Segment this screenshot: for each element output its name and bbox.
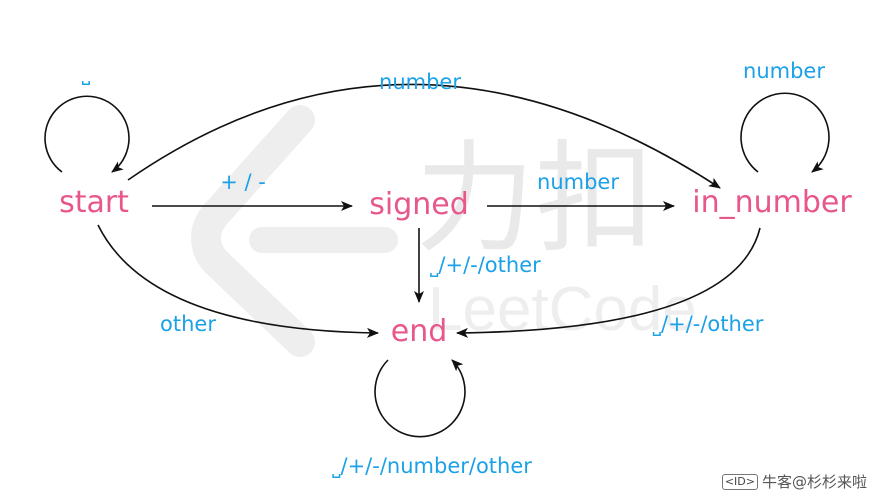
edge-start-self-loop	[44, 95, 130, 173]
edge-start-to-in-number	[127, 83, 721, 189]
state-signed: signed	[369, 187, 469, 222]
label-start-self: ⎵	[82, 61, 91, 85]
state-end: end	[391, 314, 448, 349]
state-start: start	[59, 185, 129, 220]
label-start-to-in-number: number	[379, 70, 461, 94]
credit-badge-icon: <ID>	[721, 473, 758, 490]
label-signed-to-in-number: number	[537, 170, 619, 194]
credit-text: 牛客@杉杉来啦	[761, 473, 867, 491]
state-in-number: in_number	[692, 185, 852, 220]
label-start-to-end: other	[160, 312, 216, 336]
label-in-number-to-end: ⎵/+/-/other	[653, 312, 764, 336]
label-signed-to-end: ⎵/+/-/other	[430, 253, 541, 277]
leetcode-logo-icon	[191, 105, 315, 357]
edge-start-to-end	[97, 224, 379, 338]
watermark-brand-cjk: 力扣	[415, 132, 655, 266]
edge-in-number-self-loop	[740, 92, 830, 173]
leetcode-watermark: 力扣 LeetCode	[191, 105, 697, 357]
author-credit: <ID> 牛客@杉杉来啦	[721, 471, 867, 492]
label-end-self: ⎵/+/-/number/other	[332, 454, 532, 478]
label-start-to-signed: + / -	[220, 170, 266, 194]
edge-in-number-to-end	[456, 227, 761, 338]
label-in-number-self: number	[743, 59, 825, 83]
edge-end-self-loop	[374, 359, 466, 438]
